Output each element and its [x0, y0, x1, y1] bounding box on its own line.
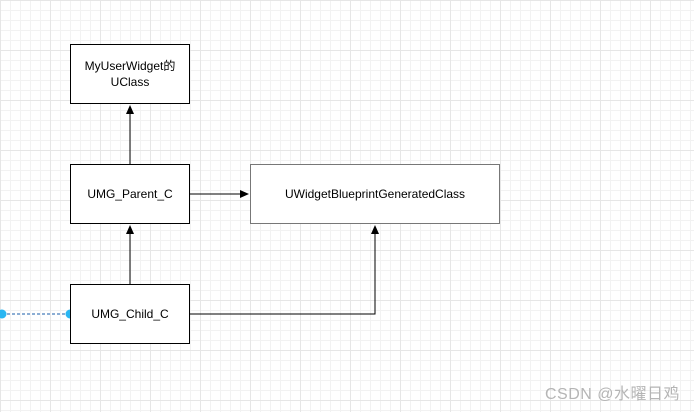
edge-start-handle[interactable] [0, 309, 7, 319]
node-label: UWidgetBlueprintGeneratedClass [284, 187, 466, 201]
node-myuserwidget-uclass[interactable]: MyUserWidget的 UClass [70, 44, 190, 104]
watermark: CSDN @水曜日鸡 [544, 386, 680, 403]
node-label: UMG_Child_C [91, 307, 169, 321]
node-umg-child-c[interactable]: UMG_Child_C [70, 284, 190, 344]
node-label: UMG_Parent_C [87, 187, 173, 201]
node-label: MyUserWidget的 UClass [84, 59, 176, 89]
node-uwidgetblueprintgeneratedclass[interactable]: UWidgetBlueprintGeneratedClass [250, 164, 500, 224]
edge-child-to-wbgc[interactable] [190, 225, 379, 315]
node-umg-parent-c[interactable]: UMG_Parent_C [70, 164, 190, 224]
